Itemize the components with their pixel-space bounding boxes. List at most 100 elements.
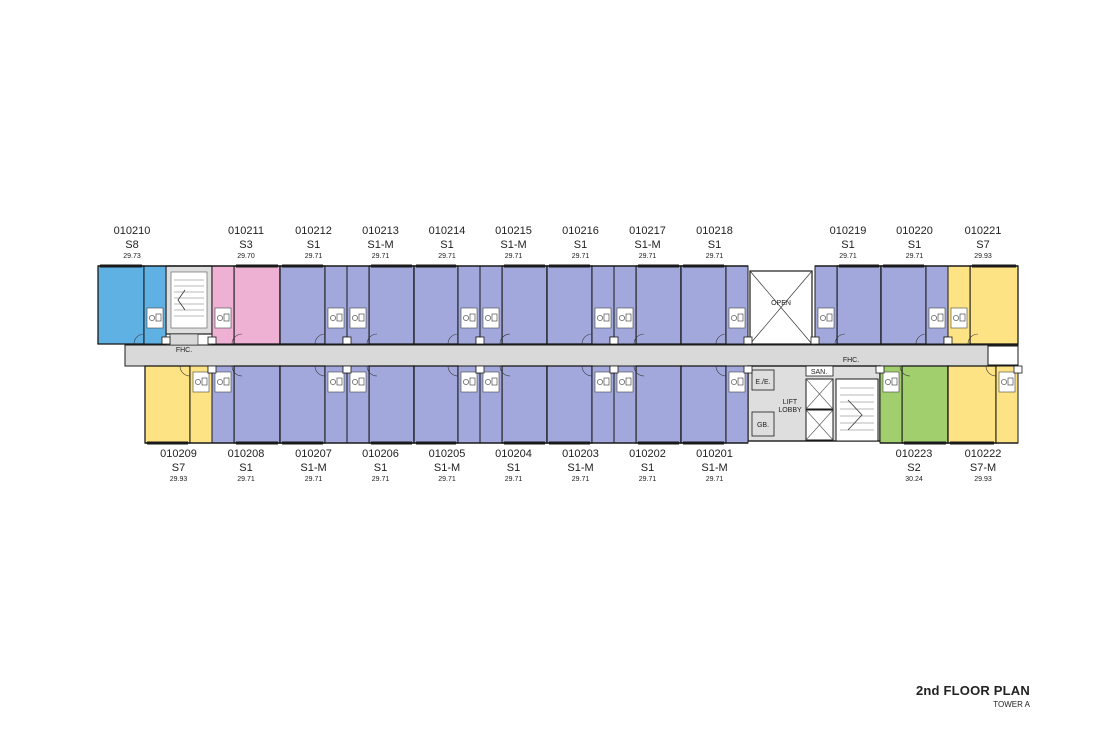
unit-010204 [475,365,548,445]
door-swing [366,333,378,345]
toilet-icon [149,315,155,321]
san-room [805,365,834,377]
door-swing [633,365,645,377]
basin-icon [491,313,498,322]
unit-type-label: S1-M [434,462,460,474]
toilet-icon [597,379,603,385]
bath-fixture-box [214,307,232,329]
unit-area-label: 29.71 [639,253,657,260]
lift-lobby-label: LOBBY [778,407,802,414]
unit-number-label: 010217 [629,225,666,237]
lift-shaft-cross [805,378,834,410]
unit-type-label: S1 [841,239,854,251]
column [475,365,485,374]
bath-fixture-box [214,371,232,393]
unit-010217 [609,264,682,345]
unit-area-label: 29.71 [372,253,390,260]
toilet-icon [217,315,223,321]
toilet-icon [731,379,737,385]
unit-number-label: 010211 [228,225,264,237]
toilet-icon [619,315,625,321]
unit-area-label: 29.93 [170,476,188,483]
door-swing [834,333,846,345]
unit-number-label: 010205 [429,448,466,460]
basin-icon [891,377,898,386]
bath-fixture-box [950,307,968,329]
toilet-icon [485,379,491,385]
toilet-icon [597,315,603,321]
unit-010216 [546,264,619,345]
unit-number-label: 010221 [965,225,1002,237]
unit-bath [346,265,370,345]
door-swing [231,365,243,377]
unit-area-label: 29.71 [639,476,657,483]
column [342,336,352,345]
unit-room [368,265,415,345]
unit-010207 [279,365,352,445]
unit-type-label: S1-M [300,462,326,474]
unit-type-label: S1-M [367,239,393,251]
unit-010210 [97,264,171,345]
column [161,336,171,345]
unit-number-label: 010203 [562,448,599,460]
unit-010223 [875,365,949,445]
unit-bath [591,265,615,345]
column [342,365,352,374]
unit-type-label: S1 [574,239,587,251]
unit-room [279,365,326,444]
door-swing [633,333,645,345]
unit-area-label: 29.71 [438,476,456,483]
column [743,365,753,374]
unit-number-label: 010204 [495,448,532,460]
lift-shaft-cross [805,409,834,441]
unit-area-label: 29.71 [706,476,724,483]
toilet-icon [485,315,491,321]
unit-number-label: 010215 [495,225,532,237]
plan-subtitle: TOWER A [993,700,1030,709]
door-swing [447,365,459,377]
basin-icon [223,377,230,386]
unit-room [233,265,281,345]
unit-type-label: S7 [172,462,185,474]
door-swing [314,365,326,377]
bath-fixture-box [594,371,612,393]
bath-fixture-box [616,371,634,393]
unit-type-label: S1 [708,239,721,251]
unit-area-label: 29.71 [438,253,456,260]
toilet-icon [463,315,469,321]
basin-icon [603,313,610,322]
door-swing [715,333,727,345]
gb-room [751,411,775,437]
door-swing [499,333,511,345]
unit-room [680,265,727,345]
fhc-right-label: FHC. [843,357,859,364]
column [207,365,217,374]
unit-010206 [342,365,415,445]
unit-room [969,265,1019,345]
basin-icon [336,313,343,322]
column [609,365,619,374]
plan-title: 2nd FLOOR PLAN [915,683,1030,698]
basin-icon [959,313,966,322]
unit-room [413,365,459,444]
bath-fixture-box [482,371,500,393]
unit-area-label: 29.73 [123,253,141,260]
door-swing [581,365,593,377]
unit-010214 [413,264,485,345]
unit-bath [814,265,838,345]
unit-area-label: 29.93 [974,476,992,483]
bath-fixture-box [460,371,478,393]
bath-fixture-box [817,307,835,329]
unit-room [546,365,593,444]
lift-lobby-label: LIFT [783,399,798,406]
column [810,336,820,345]
column [1013,365,1023,374]
door-swing [715,365,727,377]
toilet-icon [1001,379,1007,385]
unit-010221 [943,264,1019,345]
basin-icon [737,313,744,322]
fhc-right-bg [840,353,862,365]
toilet-icon [330,379,336,385]
unit-area-label: 29.71 [706,253,724,260]
unit-number-label: 010212 [295,225,332,237]
